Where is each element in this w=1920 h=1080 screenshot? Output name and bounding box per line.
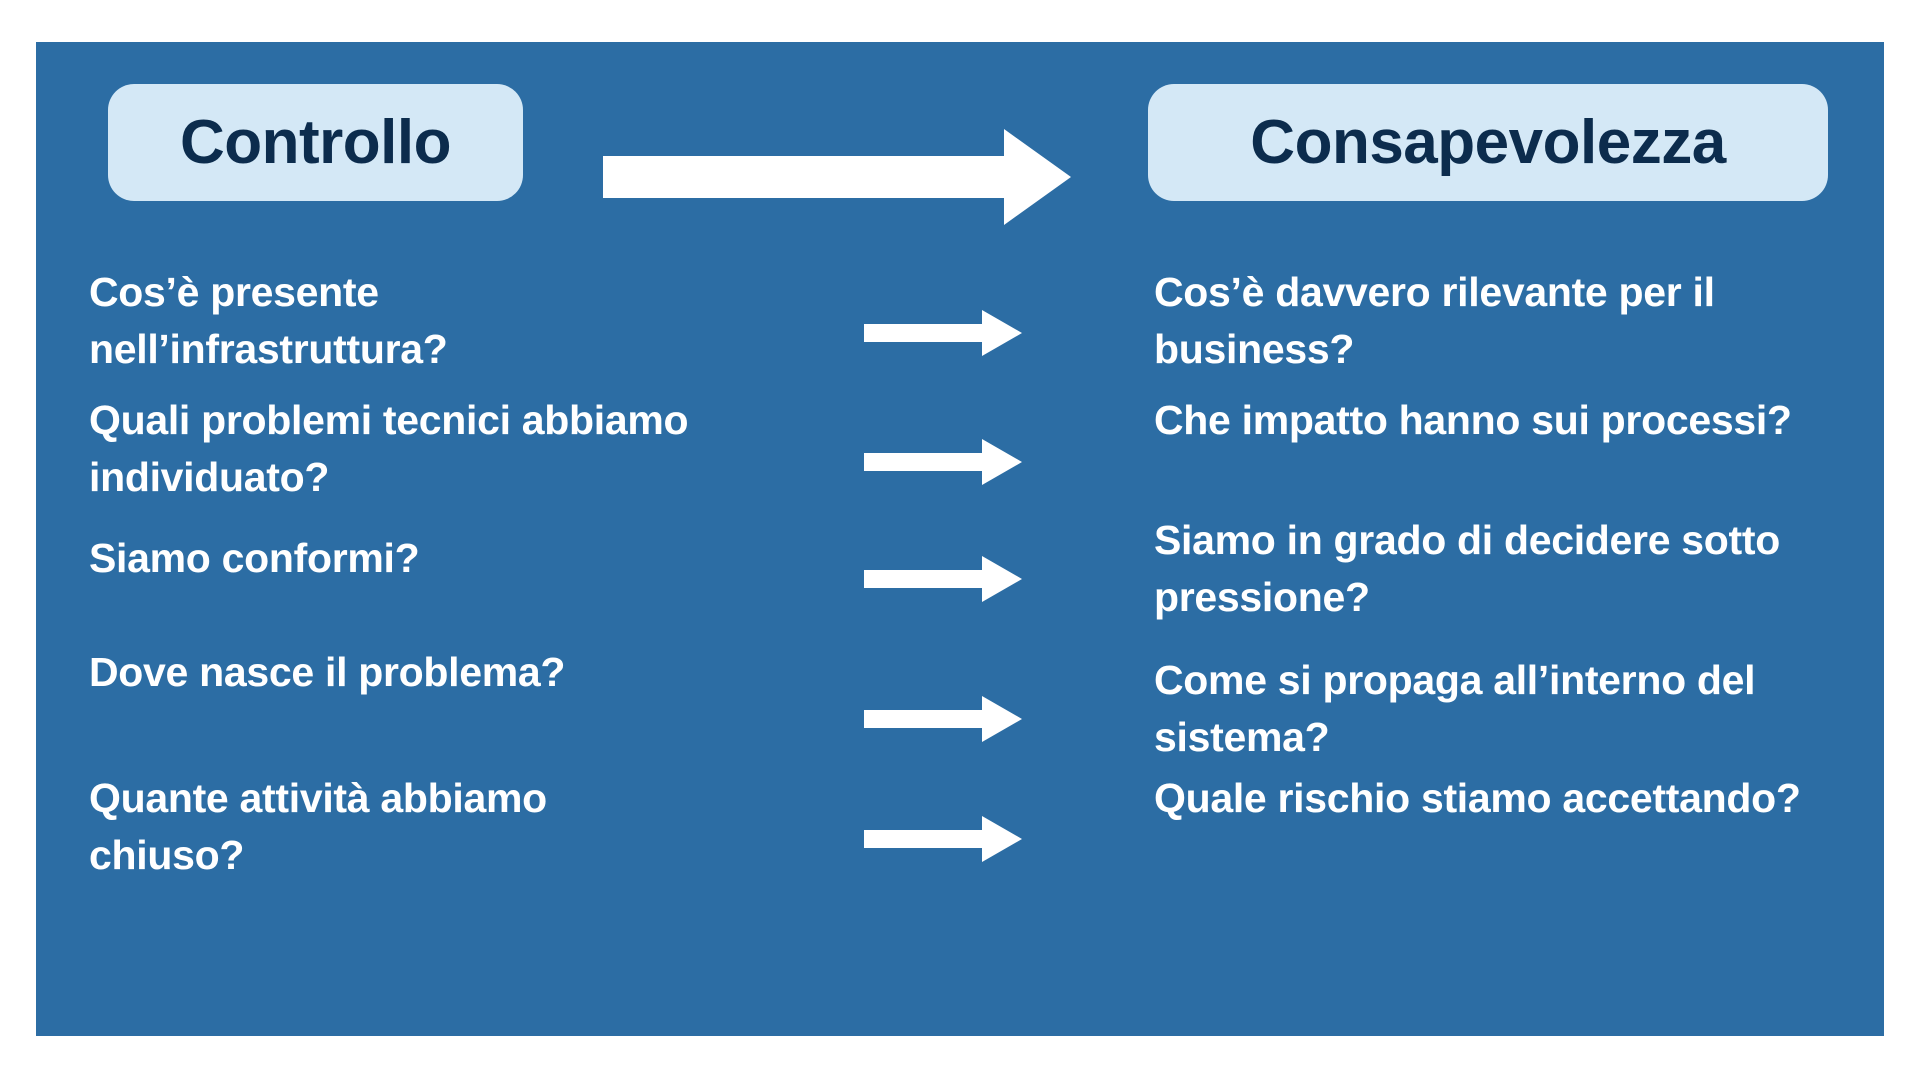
row-left-question: Cos’è presente nell’infrastruttura? xyxy=(89,269,448,372)
row-right-question: Siamo in grado di decidere sotto pressio… xyxy=(1154,517,1781,620)
row-arrow-icon xyxy=(864,696,1024,742)
comparison-rows: Cos’è presente nell’infrastruttura? Cos’… xyxy=(36,212,1884,1036)
header-row: Controllo Consapevolezza xyxy=(36,42,1884,225)
row-right-question: Che impatto hanno sui processi? xyxy=(1154,397,1792,443)
arrow-right-icon xyxy=(864,310,1022,356)
row-arrow-icon xyxy=(864,816,1024,862)
arrow-right-icon xyxy=(603,129,1071,225)
row-left-question: Quali problemi tecnici abbiamo individua… xyxy=(89,397,689,500)
arrow-right-icon xyxy=(864,556,1022,602)
row-right-question: Come si propaga all’interno del sistema? xyxy=(1154,657,1756,760)
row-right-question: Quale rischio stiamo accettando? xyxy=(1154,775,1801,821)
row-arrow-icon xyxy=(864,556,1024,602)
badge-controllo-label: Controllo xyxy=(180,108,452,177)
row-arrow-icon xyxy=(864,439,1024,485)
row-left-question: Dove nasce il problema? xyxy=(89,649,566,695)
arrow-right-icon xyxy=(864,439,1022,485)
arrow-right-icon xyxy=(864,816,1022,862)
arrow-right-icon xyxy=(864,696,1022,742)
transition-arrow-icon xyxy=(591,127,1076,227)
badge-consapevolezza-label: Consapevolezza xyxy=(1250,108,1726,177)
row-left-question: Siamo conformi? xyxy=(89,535,420,581)
row-arrow-icon xyxy=(864,310,1024,356)
row-right-question: Cos’è davvero rilevante per il business? xyxy=(1154,269,1715,372)
badge-controllo: Controllo xyxy=(108,84,523,201)
badge-consapevolezza: Consapevolezza xyxy=(1148,84,1828,201)
row-left-question: Quante attività abbiamo chiuso? xyxy=(89,775,547,878)
content-panel: Controllo Consapevolezza Cos’è presente … xyxy=(36,42,1884,1036)
